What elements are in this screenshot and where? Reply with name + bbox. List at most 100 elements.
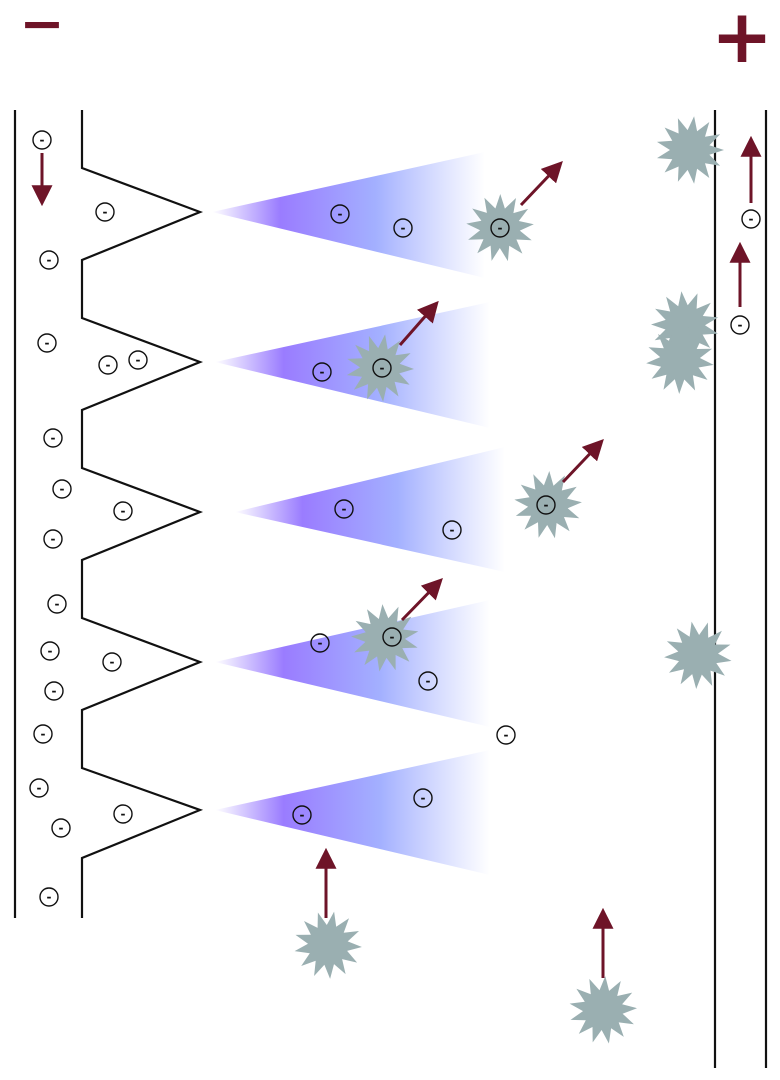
electron-ring <box>37 333 57 353</box>
electron-ring <box>730 315 750 335</box>
electron-ring <box>113 501 133 521</box>
electron: - <box>44 681 64 701</box>
particle <box>466 194 534 262</box>
electron: - <box>442 520 462 540</box>
electron-label: - <box>421 791 426 805</box>
electron-ring <box>33 724 53 744</box>
electron-label: - <box>498 221 503 235</box>
electron: - <box>32 130 52 150</box>
electron: - <box>730 315 750 335</box>
particle <box>651 291 719 359</box>
arrows <box>31 135 762 978</box>
electron-ring <box>372 358 392 378</box>
electron-ring <box>496 725 516 745</box>
motion-arrow <box>561 438 604 484</box>
negative-terminal-sign: − <box>19 0 64 55</box>
electron-label: - <box>59 821 64 835</box>
electron-ring <box>43 529 63 549</box>
negative-electrode-serrated-edge <box>80 110 204 918</box>
electron: - <box>496 725 516 745</box>
electron-ring <box>741 209 761 229</box>
electron: - <box>113 804 133 824</box>
electron: - <box>330 204 350 224</box>
electron-label: - <box>342 502 347 516</box>
electron-label: - <box>318 636 323 650</box>
motion-arrow <box>519 160 563 207</box>
electron-label: - <box>37 781 42 795</box>
electron: - <box>98 355 118 375</box>
electron: - <box>37 333 57 353</box>
electrons: ----------------------------------- <box>29 130 761 907</box>
electron-ring <box>442 520 462 540</box>
electron-label: - <box>55 597 60 611</box>
electron: - <box>43 428 63 448</box>
electron: - <box>29 778 49 798</box>
particle <box>646 326 714 394</box>
electron-label: - <box>749 212 754 226</box>
particle <box>569 976 637 1044</box>
electron: - <box>372 358 392 378</box>
electron-label: - <box>47 253 52 267</box>
electron-ring <box>310 633 330 653</box>
electron-ring <box>51 818 71 838</box>
electron: - <box>33 724 53 744</box>
electron-ring <box>40 641 60 661</box>
electron-label: - <box>450 523 455 537</box>
electron-label: - <box>41 727 46 741</box>
electron-label: - <box>103 205 108 219</box>
electron-label: - <box>60 482 65 496</box>
electron-label: - <box>544 498 549 512</box>
electron: - <box>292 805 312 825</box>
electron-ring <box>292 805 312 825</box>
electron-ring <box>490 218 510 238</box>
electron-ring <box>39 887 59 907</box>
positive-electrode <box>713 110 768 1068</box>
electron-label: - <box>338 207 343 221</box>
particle <box>657 116 724 184</box>
electron-ring <box>334 499 354 519</box>
electron-label: - <box>300 808 305 822</box>
electron-ring <box>29 778 49 798</box>
electron-label: - <box>121 807 126 821</box>
negative-electrode <box>13 110 204 918</box>
ionization-plume <box>215 750 490 875</box>
electron: - <box>393 218 413 238</box>
electron: - <box>47 594 67 614</box>
electron-label: - <box>110 655 115 669</box>
ionization-plumes <box>212 152 505 875</box>
motion-arrow <box>398 300 439 346</box>
electron-label: - <box>48 644 53 658</box>
particle <box>294 911 362 979</box>
electron: - <box>741 209 761 229</box>
electron-ring <box>98 355 118 375</box>
ionization-plume <box>215 600 490 727</box>
electron: - <box>310 633 330 653</box>
particle <box>351 604 419 672</box>
ionization-plume <box>215 302 490 428</box>
electron-ring <box>47 594 67 614</box>
motion-arrow <box>400 577 443 622</box>
electron-ring <box>52 479 72 499</box>
electron: - <box>40 641 60 661</box>
ionization-plume <box>235 447 505 572</box>
electron-ring <box>43 428 63 448</box>
electron-label: - <box>136 353 141 367</box>
electron-ring <box>128 350 148 370</box>
electron: - <box>39 887 59 907</box>
electron-label: - <box>40 133 45 147</box>
positive-terminal-sign: + <box>711 0 773 80</box>
electron-ring <box>382 627 402 647</box>
electron: - <box>490 218 510 238</box>
electron: - <box>413 788 433 808</box>
electron-ring <box>32 130 52 150</box>
electron: - <box>52 479 72 499</box>
electron: - <box>128 350 148 370</box>
electron-ring <box>44 681 64 701</box>
electron: - <box>95 202 115 222</box>
electron: - <box>113 501 133 521</box>
electron: - <box>418 671 438 691</box>
electron-label: - <box>426 674 431 688</box>
electron: - <box>382 627 402 647</box>
electron-label: - <box>106 358 111 372</box>
